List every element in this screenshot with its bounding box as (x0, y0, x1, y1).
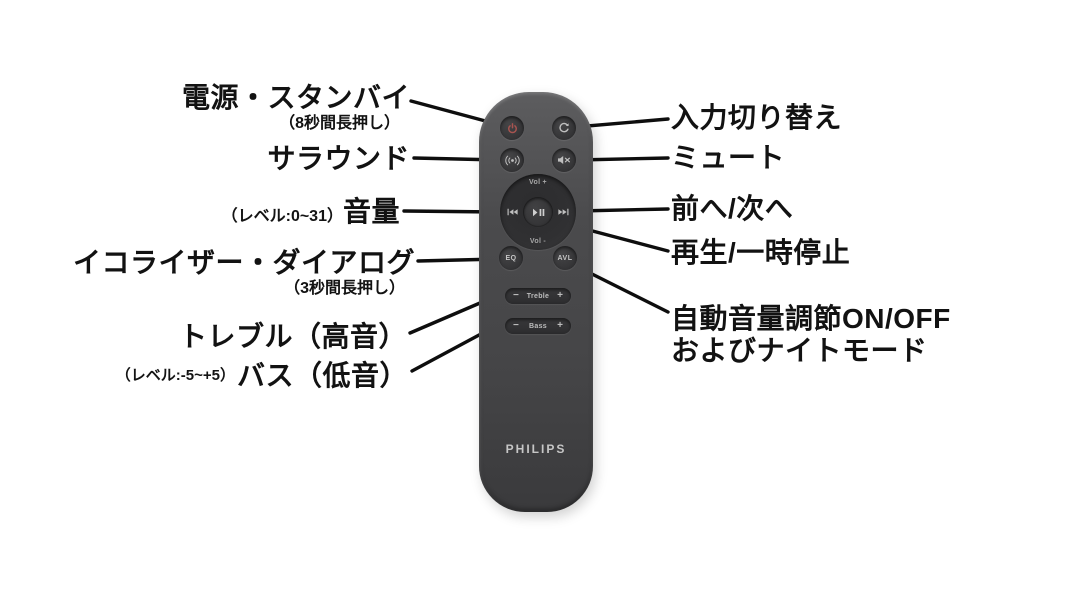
eq-button-label: EQ (505, 254, 517, 262)
next-button (558, 208, 569, 216)
power-button (500, 116, 524, 140)
equalizer-label: イコライザー・ダイアログ (72, 247, 415, 278)
treble-plus: + (557, 290, 563, 301)
prev-next-label: 前へ/次へ (671, 193, 794, 224)
play-pause-label: 再生/一時停止 (671, 237, 851, 268)
callout-volume: （レベル:0~31）音量 (222, 196, 400, 228)
vol-plus-label: Vol + (529, 179, 547, 186)
bass-rocker: − Bass + (505, 318, 571, 334)
treble-rocker: − Treble + (505, 288, 571, 304)
bass-minus: − (513, 320, 519, 331)
mute-button (552, 148, 576, 172)
volume-level-note: （レベル:0~31） (221, 208, 343, 225)
treble-rocker-label: Treble (526, 292, 550, 300)
bass-rocker-label: Bass (529, 322, 547, 330)
avl-label-line2: およびナイトモード (671, 335, 928, 367)
power-label: 電源・スタンバイ (181, 82, 410, 113)
surround-button (500, 148, 524, 172)
bass-plus: + (557, 320, 563, 331)
mute-label: ミュート (671, 142, 786, 173)
input-label: 入力切り替え (671, 102, 843, 133)
bass-label: バス（低音） (236, 360, 408, 391)
bass-level-note: （レベル:-5~+5） (115, 367, 235, 384)
callout-surround: サラウンド (267, 143, 410, 175)
eq-button: EQ (499, 246, 523, 270)
volume-pad: Vol + Vol - (500, 174, 576, 250)
avl-button-label: AVL (557, 254, 573, 262)
callout-avl: 自動音量調節ON/OFF およびナイトモード (671, 303, 951, 367)
callout-equalizer: イコライザー・ダイアログ （3秒間長押し） (73, 247, 415, 298)
surround-icon (504, 155, 520, 165)
remote-control: Vol + Vol - (479, 92, 593, 512)
power-sublabel: （8秒間長押し） (279, 115, 400, 133)
avl-label-line1: 自動音量調節ON/OFF (671, 303, 951, 334)
surround-label: サラウンド (267, 143, 410, 174)
play-pause-icon (532, 208, 544, 216)
avl-button: AVL (553, 246, 577, 270)
callout-input: 入力切り替え (671, 102, 842, 134)
play-pause-button (524, 198, 552, 226)
next-icon (558, 208, 569, 216)
previous-icon (507, 208, 518, 216)
philips-logo: PHILIPS (505, 442, 567, 456)
callout-mute: ミュート (671, 142, 785, 174)
callout-bass: （レベル:-5~+5）バス（低音） (116, 360, 408, 392)
callout-play-pause: 再生/一時停止 (671, 237, 850, 269)
callout-prev-next: 前へ/次へ (671, 193, 793, 225)
equalizer-sublabel: （3秒間長押し） (284, 280, 405, 298)
mute-icon (558, 156, 570, 164)
input-button (552, 116, 576, 140)
previous-button (507, 208, 518, 216)
treble-minus: − (513, 290, 519, 301)
vol-minus-label: Vol - (529, 238, 547, 245)
treble-label: トレブル（高音） (178, 321, 407, 352)
callout-power: 電源・スタンバイ （8秒間長押し） (182, 82, 410, 133)
input-cycle-icon (559, 122, 569, 133)
power-icon (507, 122, 517, 133)
callout-treble: トレブル（高音） (179, 321, 407, 353)
volume-label: 音量 (342, 196, 400, 227)
